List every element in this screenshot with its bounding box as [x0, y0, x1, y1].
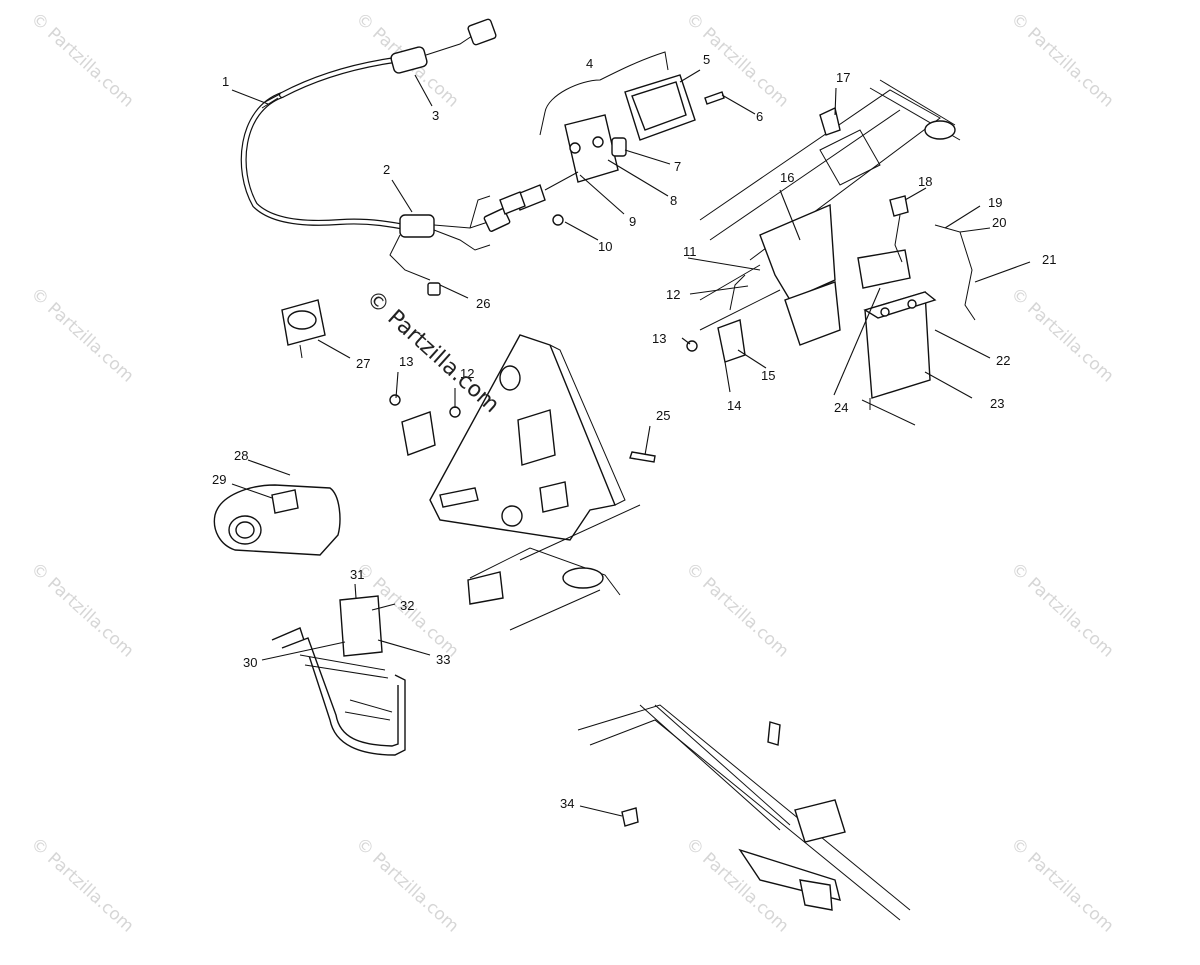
watermark-text: © Partzilla.com: [682, 834, 793, 937]
battery-group: [857, 195, 976, 426]
callout-27: 27: [356, 356, 370, 371]
watermark-text: © Partzilla.com: [1007, 559, 1118, 662]
watermark-text: © Partzilla.com: [1007, 284, 1118, 387]
callout-15: 15: [761, 368, 775, 383]
watermark-text: © Partzilla.com: [1007, 9, 1118, 112]
callout-4: 4: [586, 56, 593, 71]
callout-29: 29: [212, 472, 226, 487]
callout-2: 2: [383, 162, 390, 177]
callout-18: 18: [918, 174, 932, 189]
callout-19: 19: [988, 195, 1002, 210]
callout-12: 12: [460, 366, 474, 381]
callout-26: 26: [476, 296, 490, 311]
tool-box: [213, 484, 341, 556]
watermark-text: © Partzilla.com: [682, 9, 793, 112]
watermark-text: © Partzilla.com: [27, 284, 138, 387]
callout-33: 33: [436, 652, 450, 667]
wiring-harness: [240, 18, 511, 296]
callout-3: 3: [432, 108, 439, 123]
center-panel: [389, 334, 656, 541]
callout-23: 23: [990, 396, 1004, 411]
lower-frame: [467, 504, 641, 631]
callout-21: 21: [1042, 252, 1056, 267]
callout-20: 20: [992, 215, 1006, 230]
callout-22: 22: [996, 353, 1010, 368]
watermark-text: © Partzilla.com: [682, 559, 793, 662]
callout-13: 13: [652, 331, 666, 346]
callout-8: 8: [670, 193, 677, 208]
watermark-text: © Partzilla.com: [27, 9, 138, 112]
watermark-text: © Partzilla.com: [27, 559, 138, 662]
callout-31: 31: [350, 567, 364, 582]
callout-14: 14: [727, 398, 741, 413]
callout-16: 16: [780, 170, 794, 185]
watermark-text: © Partzilla.com: [352, 834, 463, 937]
rear-guard: [271, 595, 406, 756]
regulator: [281, 299, 326, 359]
callout-28: 28: [234, 448, 248, 463]
callout-30: 30: [243, 655, 257, 670]
watermark-text: © Partzilla.com: [1007, 834, 1118, 937]
watermark-text: © Partzilla.com: [27, 834, 138, 937]
callout-11: 11: [683, 244, 697, 259]
callout-25: 25: [656, 408, 670, 423]
callout-6: 6: [756, 109, 763, 124]
callout-10: 10: [598, 239, 612, 254]
callout-34: 34: [560, 796, 574, 811]
callout-24: 24: [834, 400, 848, 415]
callout-9: 9: [629, 214, 636, 229]
callout-32: 32: [400, 598, 414, 613]
leader-lines: [231, 69, 1031, 817]
callout-13: 13: [399, 354, 413, 369]
callout-17: 17: [836, 70, 850, 85]
callout-7: 7: [674, 159, 681, 174]
callout-12: 12: [666, 287, 680, 302]
tail-light-assembly: [499, 51, 725, 226]
bottom-frame: [577, 704, 911, 921]
callout-1: 1: [222, 74, 229, 89]
callout-5: 5: [703, 52, 710, 67]
